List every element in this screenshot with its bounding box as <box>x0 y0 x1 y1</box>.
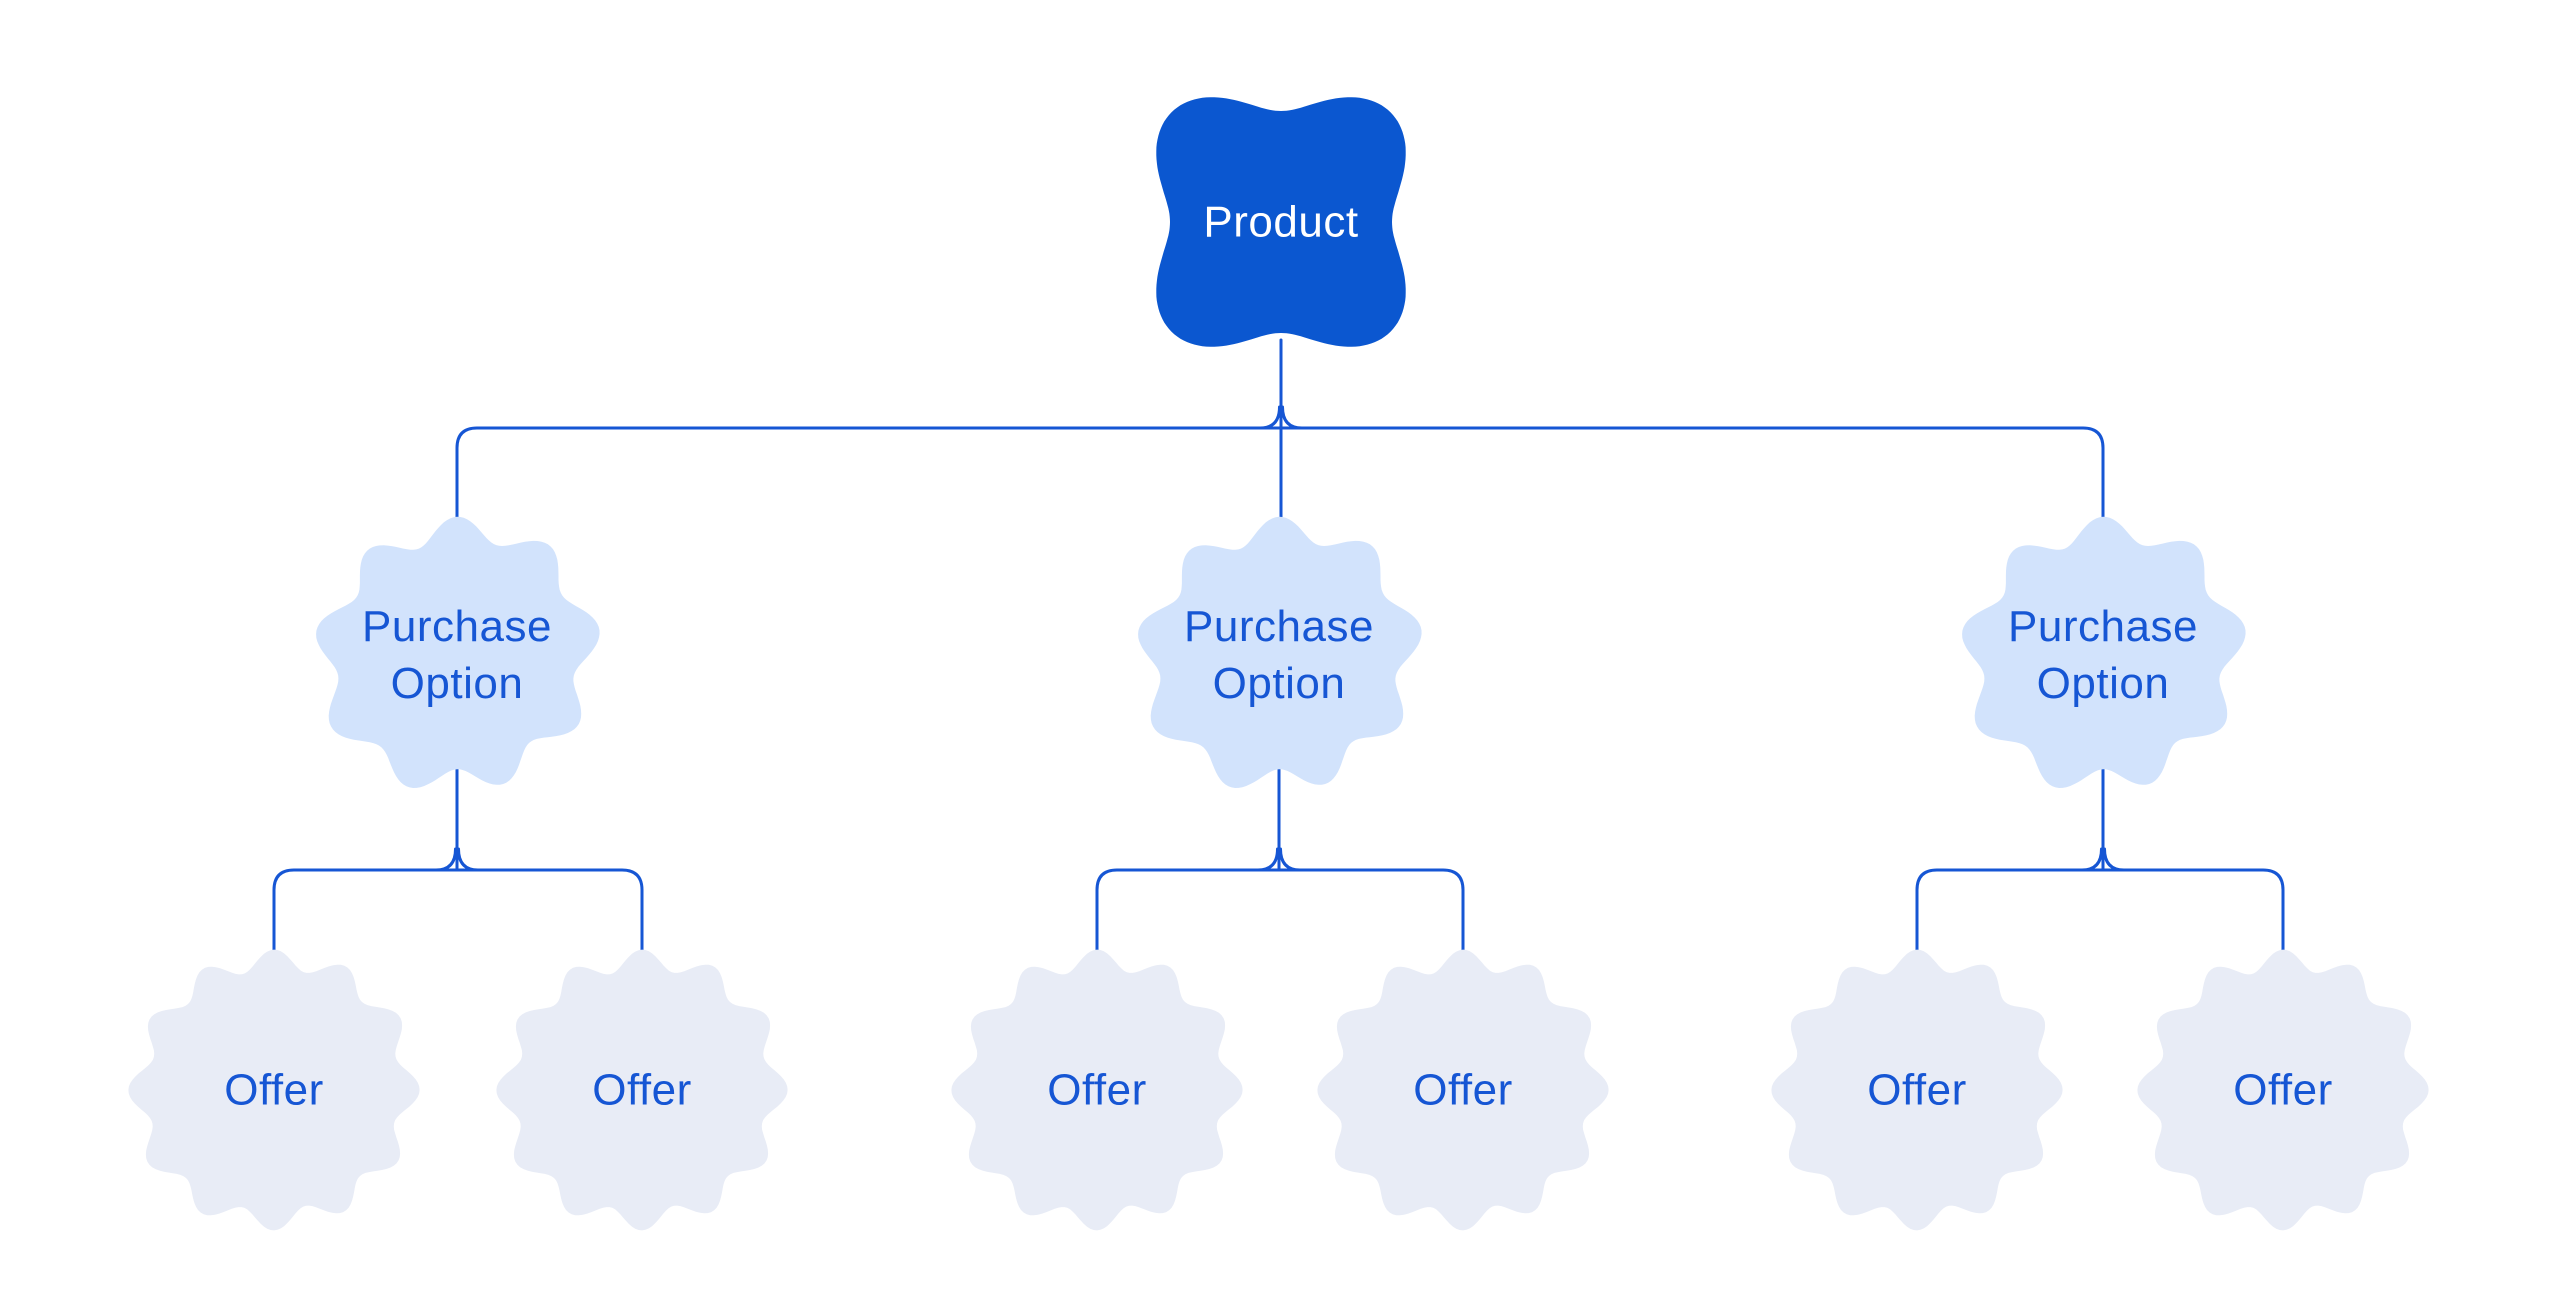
purchase-option-label-3: Purchase Option <box>2008 601 2198 708</box>
connector-root-to-options <box>455 338 2105 522</box>
connector-root-fillet-right <box>1281 405 1304 430</box>
purchase-option-node-shape-2 <box>1138 516 1422 788</box>
offer-label-3: Offer <box>1047 1065 1147 1115</box>
connector-option-3-bar <box>1915 868 2285 957</box>
connector-option-2-fillet-left <box>1256 847 1279 872</box>
offer-label-5: Offer <box>1867 1065 1967 1115</box>
connector-option-1-bar <box>272 868 644 957</box>
connector-option-1-to-offers <box>272 748 644 957</box>
purchase-option-label-2: Purchase Option <box>1184 601 1374 708</box>
connector-option-1-fillet-right <box>457 847 480 872</box>
offer-node-shape-2 <box>496 949 788 1231</box>
offer-node-shape-3 <box>951 949 1243 1231</box>
offer-node-shape-6 <box>2137 949 2429 1231</box>
offer-label-1: Offer <box>224 1065 324 1115</box>
connector-option-2-fillet-right <box>1279 847 1302 872</box>
offer-node-shape-5 <box>1771 949 2063 1231</box>
offer-label-4: Offer <box>1413 1065 1513 1115</box>
connector-option-3-fillet-right <box>2103 847 2126 872</box>
purchase-option-node-shape-1 <box>316 516 600 788</box>
connector-option-2-bar <box>1095 868 1465 957</box>
offer-node-shape-4 <box>1317 949 1609 1231</box>
product-node-shape <box>1156 97 1406 347</box>
purchase-option-label-1: Purchase Option <box>362 601 552 708</box>
offer-label-6: Offer <box>2233 1065 2333 1115</box>
product-node-label: Product <box>1203 197 1359 247</box>
purchase-option-node-shape-3 <box>1962 516 2246 788</box>
connector-option-3-to-offers <box>1915 748 2285 957</box>
connector-root-bar <box>455 426 2105 522</box>
offer-label-2: Offer <box>592 1065 692 1115</box>
offer-node-shape-1 <box>128 949 420 1231</box>
connector-root-fillet-left <box>1258 405 1281 430</box>
connector-option-3-fillet-left <box>2080 847 2103 872</box>
connector-option-2-to-offers <box>1095 748 1465 957</box>
connector-option-1-fillet-left <box>434 847 457 872</box>
